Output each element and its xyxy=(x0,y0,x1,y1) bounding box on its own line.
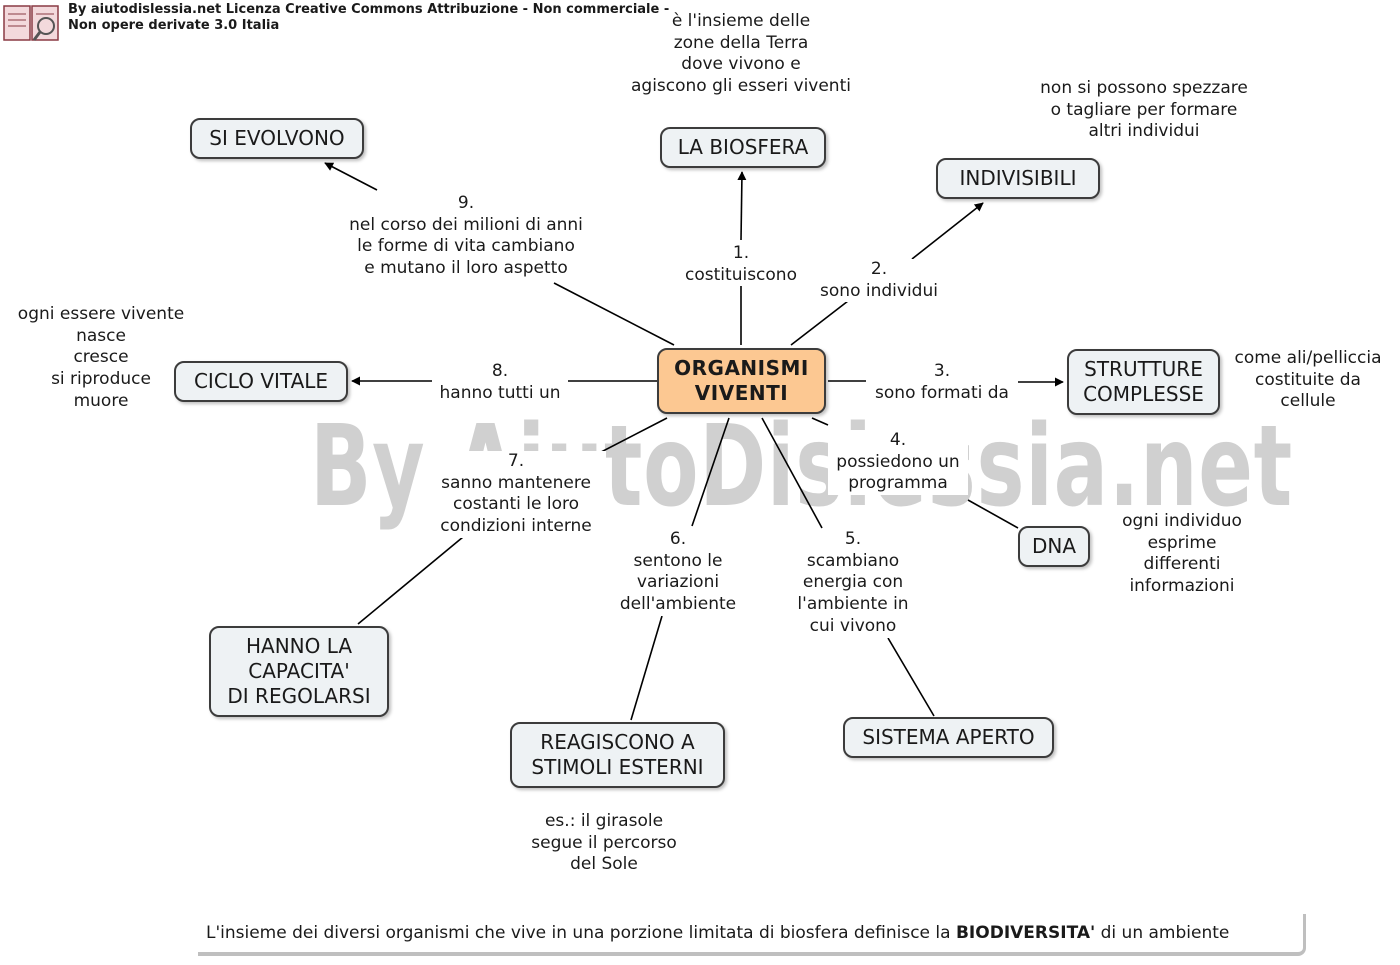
link-line-5b xyxy=(887,637,935,717)
footer-keyword: BIODIVERSITA' xyxy=(955,923,1096,943)
link-line-5 xyxy=(761,417,823,529)
link-line-4 xyxy=(811,417,829,426)
note-dna: ogni individuo esprime differenti inform… xyxy=(1122,511,1242,597)
node-ciclo-vitale[interactable]: CICLO VITALE xyxy=(174,361,348,402)
link-label-7: 7. sanno mantenere costanti le loro cond… xyxy=(426,451,606,538)
license-text: By aiutodislessia.net Licenza Creative C… xyxy=(68,2,670,33)
biodiversity-footer: L'insieme dei diversi organismi che vive… xyxy=(198,914,1306,956)
link-arrow-9 xyxy=(324,162,378,191)
link-line-4b xyxy=(967,499,1019,529)
link-label-5: 5. scambiano energia con l'ambiente in c… xyxy=(786,529,920,638)
book-logo-icon xyxy=(3,5,59,41)
note-ciclo-vitale: ogni essere vivente nasce cresce si ripr… xyxy=(17,304,185,411)
link-label-8: 8. hanno tutti un xyxy=(432,361,568,405)
node-regolarsi[interactable]: HANNO LA CAPACITA' DI REGOLARSI xyxy=(209,626,389,717)
link-line-6 xyxy=(691,417,730,527)
link-line-2 xyxy=(790,300,849,346)
link-label-3: 3. sono formati da xyxy=(866,361,1018,405)
link-line-6b xyxy=(630,615,663,721)
note-strutture: come ali/pelliccia costituite da cellule xyxy=(1234,348,1382,412)
note-biosfera: è l'insieme delle zone della Terra dove … xyxy=(631,11,851,97)
link-arrow-2 xyxy=(911,202,984,260)
node-sistema-aperto[interactable]: SISTEMA APERTO xyxy=(843,717,1054,758)
center-node-organismi-viventi[interactable]: ORGANISMI VIVENTI xyxy=(657,348,826,414)
node-dna[interactable]: DNA xyxy=(1018,526,1090,567)
node-strutture-complesse[interactable]: STRUTTURE COMPLESSE xyxy=(1067,349,1220,415)
link-label-9: 9. nel corso dei milioni di anni le form… xyxy=(336,193,596,280)
node-la-biosfera[interactable]: LA BIOSFERA xyxy=(660,127,826,168)
link-line-9 xyxy=(553,282,675,346)
link-label-2: 2. sono individui xyxy=(810,259,948,303)
footer-text-before: L'insieme dei diversi organismi che vive… xyxy=(206,923,956,943)
node-reagiscono[interactable]: REAGISCONO A STIMOLI ESTERNI xyxy=(510,722,725,788)
note-reagiscono: es.: il girasole segue il percorso del S… xyxy=(531,811,677,875)
link-label-4: 4. possiedono un programma xyxy=(828,430,968,496)
node-indivisibili[interactable]: INDIVISIBILI xyxy=(936,158,1100,199)
footer-text-after: di un ambiente xyxy=(1095,923,1230,943)
link-label-1: 1. costituiscono xyxy=(676,243,806,287)
link-label-6: 6. sentono le variazioni dell'ambiente xyxy=(608,529,748,616)
node-si-evolvono[interactable]: SI EVOLVONO xyxy=(190,118,364,159)
link-arrow-1 xyxy=(737,171,747,241)
note-indivisibili: non si possono spezzare o tagliare per f… xyxy=(1040,78,1248,142)
link-line-7b xyxy=(357,536,464,625)
